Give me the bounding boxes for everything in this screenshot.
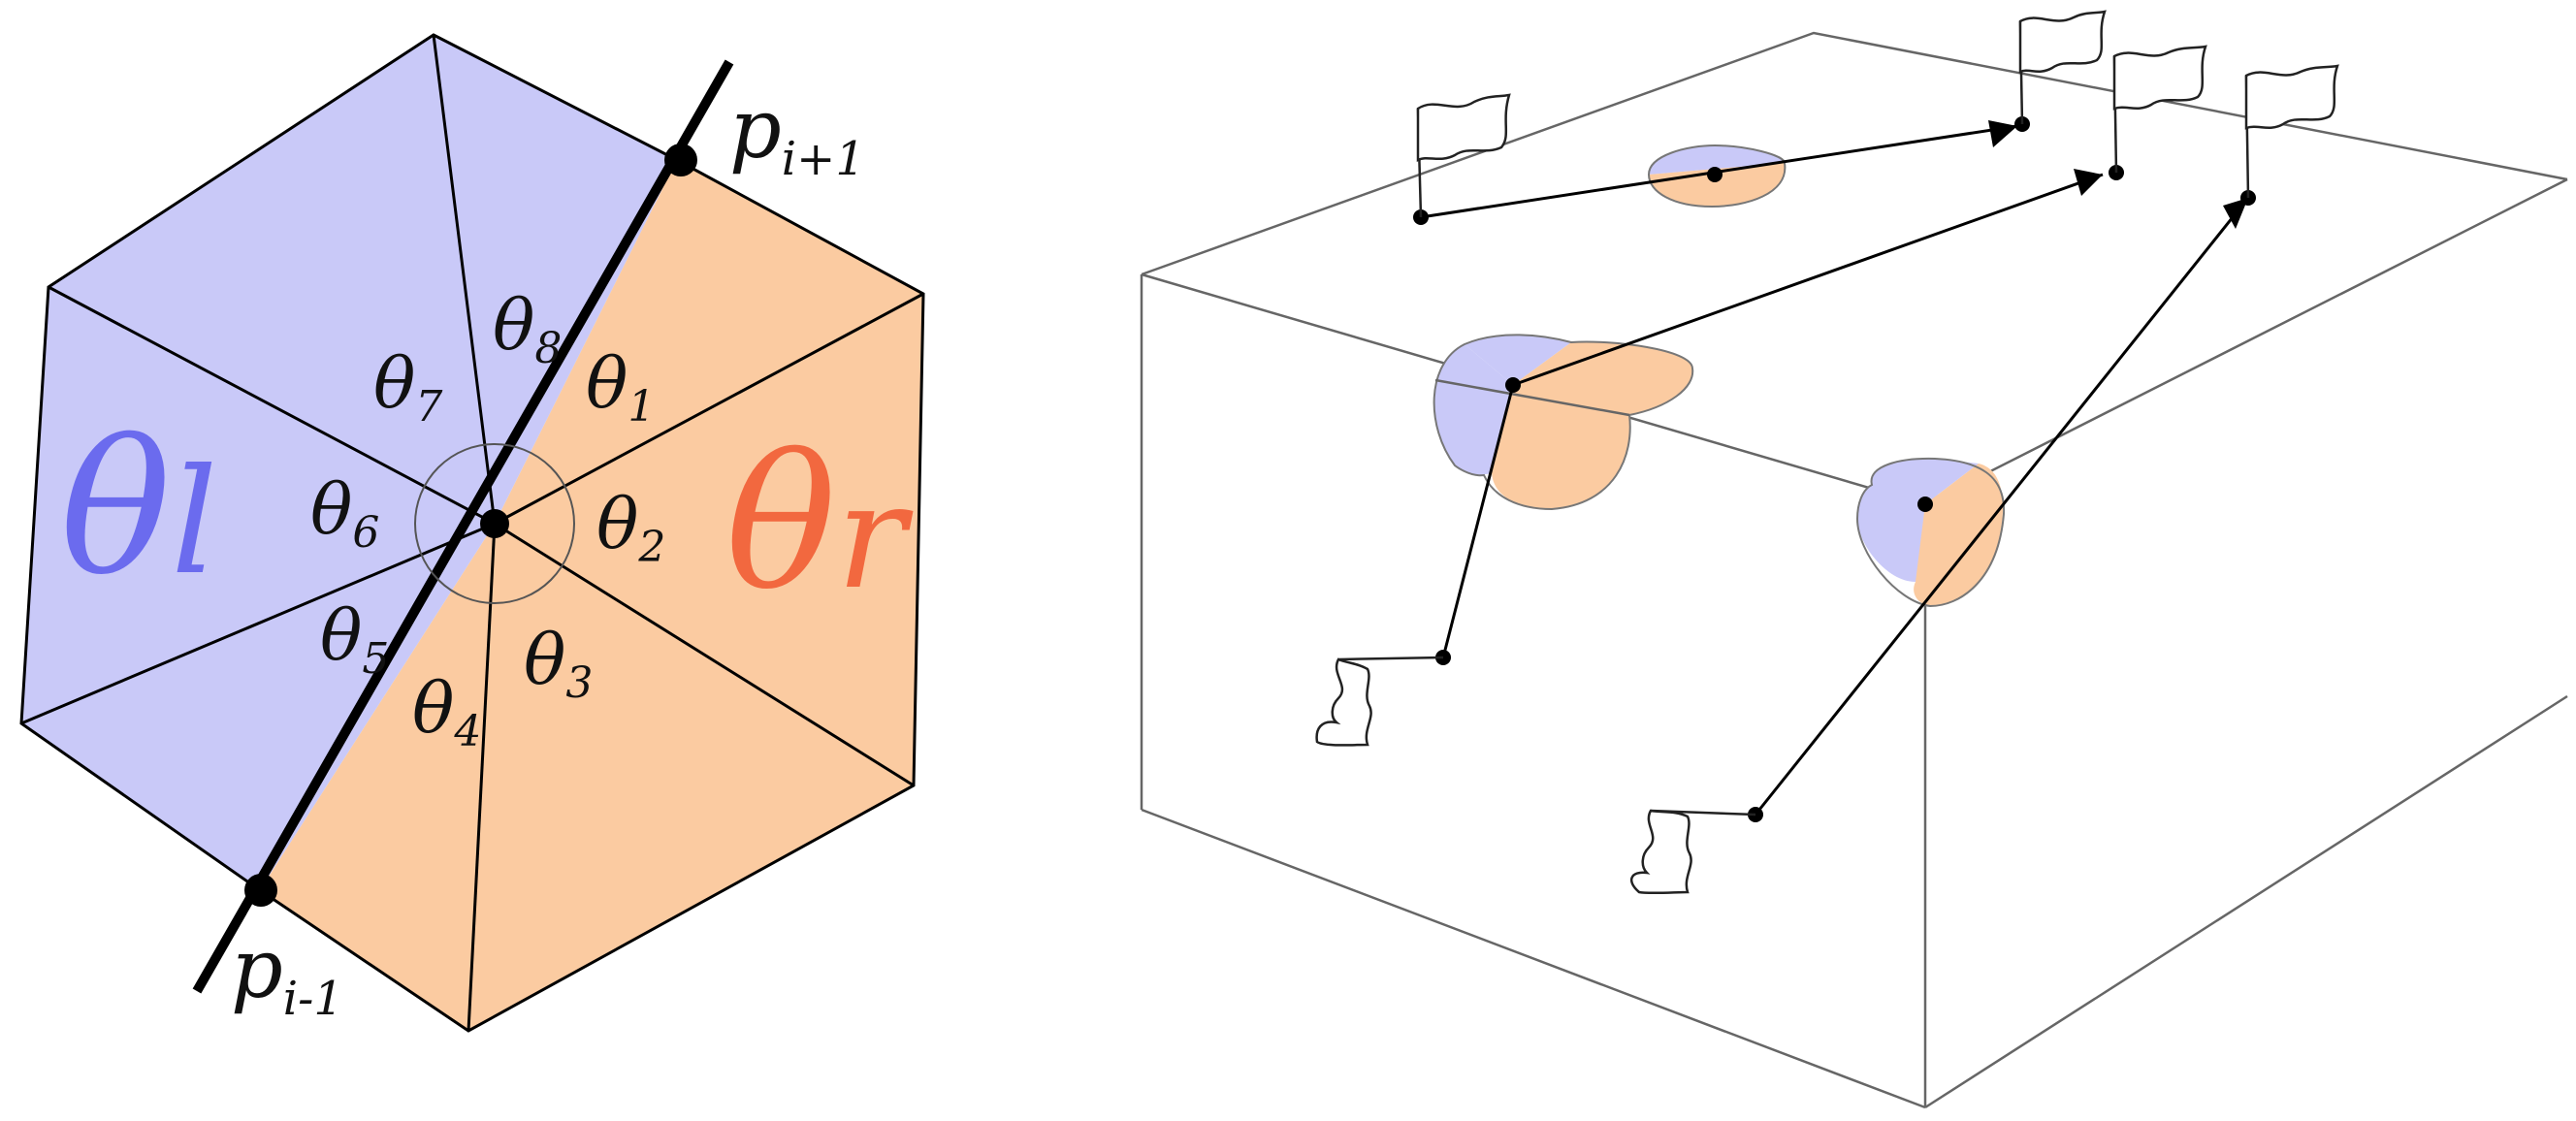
vertex-p-next — [664, 144, 697, 176]
arrowhead — [2223, 198, 2248, 229]
spoke — [467, 523, 497, 1032]
arrowhead — [1988, 120, 2017, 147]
blob-corner-outline — [1855, 457, 2006, 608]
path-vertex — [2014, 116, 2030, 132]
box — [1140, 31, 2568, 1109]
left-region — [21, 35, 677, 890]
spoke — [20, 522, 496, 725]
vertex-p-prev — [244, 874, 277, 907]
right-panel — [1140, 10, 2568, 1109]
vertex-center — [480, 509, 509, 538]
path-vertex — [1707, 167, 1723, 182]
arrowhead — [2074, 169, 2103, 196]
flag-icon — [1416, 93, 1511, 218]
blob-top-orange — [1649, 163, 1786, 207]
left-panel: θ1 θ2 θ3 θ4 θ5 θ6 θ7 θ8 θl θr pi+1 pi-1 — [19, 33, 925, 1033]
angle-label-1: θ1 — [586, 342, 655, 432]
blob-edge-left-outline — [1433, 334, 1694, 511]
angle-label-8: θ8 — [493, 284, 562, 373]
spoke — [494, 292, 924, 526]
path-line — [192, 59, 734, 994]
theta-r-label: θr — [725, 416, 914, 630]
angle-label-2: θ2 — [596, 483, 665, 572]
blob-edge-left-orange — [1492, 341, 1693, 509]
path-vertex — [1917, 496, 1933, 512]
spokes — [20, 34, 924, 1032]
path-2-upper — [1512, 173, 2104, 387]
right-region — [260, 160, 923, 1031]
blob-corner-blue — [1857, 458, 1979, 582]
box-top-back — [1141, 31, 2568, 276]
path-3 — [1754, 197, 2250, 816]
flag-icon — [1315, 656, 1444, 747]
blob-edge-left — [1433, 334, 1694, 511]
angle-label-6: θ6 — [310, 468, 379, 558]
blob-top — [1647, 144, 1787, 208]
angle-circle — [414, 443, 575, 604]
spoke — [48, 285, 496, 526]
flag-icon — [1629, 809, 1756, 895]
p-prev-label: pi-1 — [231, 921, 343, 1026]
box-ridge-segment — [1434, 378, 1630, 417]
outer-boundary — [19, 33, 925, 1033]
spoke — [432, 34, 497, 525]
box-bottom-right — [1924, 694, 2568, 1109]
angle-label-7: θ7 — [373, 342, 442, 432]
blob-edge-left-blue — [1465, 335, 1571, 385]
blob-corner — [1855, 457, 2006, 608]
path-2-lower — [1441, 384, 1515, 658]
box-bottom-left — [1141, 808, 1926, 1109]
theta-l-label: θl — [60, 401, 217, 616]
angle-label-5: θ5 — [320, 594, 389, 684]
arrowheads — [1988, 120, 2248, 229]
path-vertex — [1505, 377, 1521, 393]
flag-icon — [2112, 45, 2207, 174]
flag-icon — [2018, 10, 2107, 125]
box-top-front — [1141, 177, 2568, 506]
blob-edge-left-blue2 — [1433, 344, 1513, 475]
angle-label-4: θ4 — [412, 667, 481, 756]
blob-corner-orange — [1914, 464, 2004, 606]
spoke — [494, 522, 915, 787]
flag-icon — [2244, 64, 2339, 199]
blob-top-blue — [1649, 145, 1785, 175]
p-next-label: pi+1 — [729, 81, 865, 186]
angle-label-3: θ3 — [524, 619, 593, 708]
